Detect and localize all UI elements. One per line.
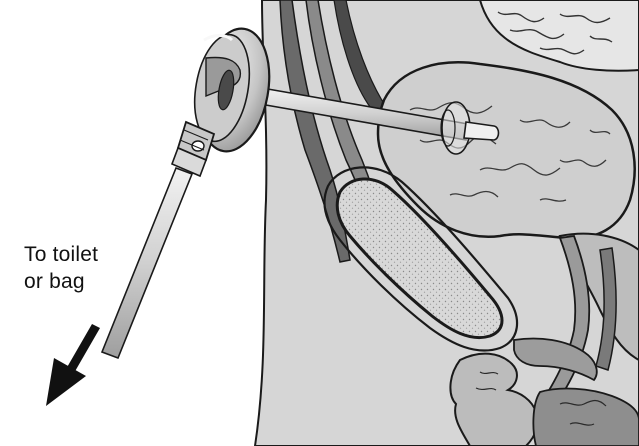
caption-line-1: To toilet [24,244,98,265]
caption-line-2: or bag [24,271,85,292]
